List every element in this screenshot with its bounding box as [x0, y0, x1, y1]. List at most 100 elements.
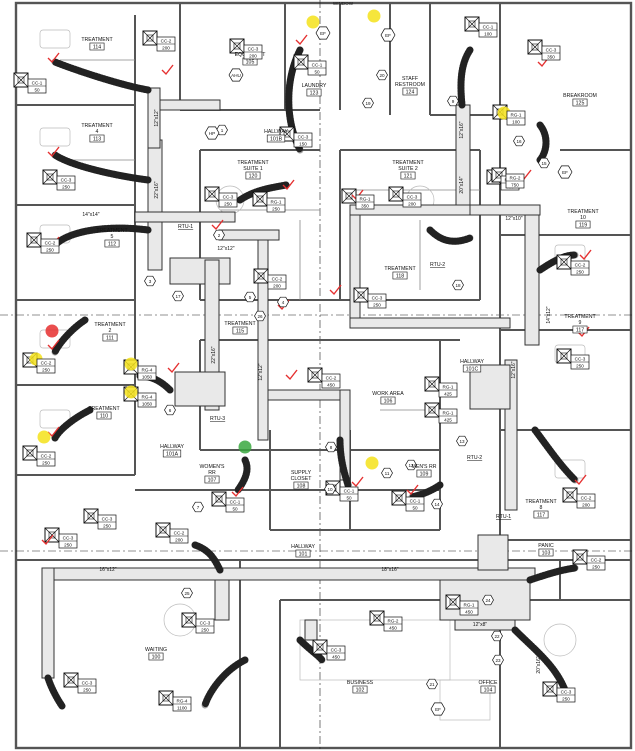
rtu-note: RTU-1 — [178, 224, 193, 230]
equipment-label: WINDOW — [333, 1, 354, 6]
diffuser-type: CC-1 — [483, 25, 494, 30]
diffuser-tag: CC-1100 — [478, 22, 498, 38]
room-name-line2: 2 — [109, 328, 112, 334]
callout-hexagon: 4 — [277, 296, 289, 308]
branch-duct-d — [218, 229, 280, 241]
diffuser-type: CC-3 — [200, 621, 211, 626]
diffuser-type: CC-3 — [248, 47, 259, 52]
diffuser-tag: CC-150 — [225, 497, 245, 513]
callout-number: 7 — [197, 505, 200, 510]
room-name: STAFF — [402, 76, 418, 82]
room-number: 103 — [542, 551, 551, 557]
diffuser-cfm: 250 — [373, 302, 381, 307]
room-number: 107 — [208, 478, 217, 484]
duct-size-label: 12"x12" — [154, 109, 160, 126]
callout-number: 16 — [516, 139, 522, 144]
diffuser-cfm: 100 — [512, 119, 520, 124]
room-number: 124 — [406, 90, 415, 96]
room-name: WORK AREA — [372, 391, 404, 397]
diffuser-cfm: 250 — [46, 247, 54, 252]
room-name: TREATMENT — [88, 406, 120, 412]
diffuser-type: CC-1 — [230, 500, 241, 505]
callout-number: 17 — [175, 294, 181, 299]
room-name-line2: 10 — [580, 215, 586, 221]
diffuser-tag: CC-150 — [307, 60, 327, 76]
diffuser-cfm: 450 — [389, 625, 397, 630]
callout-hexagon: 3 — [144, 275, 156, 287]
diffuser-grille — [556, 348, 572, 364]
diffuser-cfm: 250 — [62, 184, 70, 189]
diffuser-grille — [83, 508, 99, 524]
diffuser-grille — [424, 376, 440, 392]
equipment-name: EF — [435, 707, 441, 712]
diffuser-type: CC-2 — [272, 277, 283, 282]
branch-duct-f — [174, 371, 226, 407]
diffuser-grille — [527, 39, 543, 55]
callout-hexagon: 2 — [213, 229, 225, 241]
callout-hexagon: 18 — [452, 279, 464, 291]
duct-size-label: 22"x16" — [154, 181, 160, 198]
equipment-name: EF — [385, 33, 391, 38]
diffuser-cfm: 450 — [332, 654, 340, 659]
duct-size-label: 12"x12" — [217, 246, 234, 252]
diffuser-type: CC-3 — [561, 690, 572, 695]
room-name: TREATMENT — [237, 160, 269, 166]
room-name-line2: RESTROOM — [395, 82, 425, 88]
room-name-line2: 4 — [96, 129, 99, 135]
equipment-name: EF — [320, 31, 326, 36]
diffuser-grille — [253, 268, 269, 284]
equipment-label: EF — [430, 702, 446, 716]
duct-size-label: 12"x16" — [459, 121, 465, 138]
callout-number: 26 — [257, 314, 263, 319]
diffuser-cfm: 350 — [361, 203, 369, 208]
branch-duct-t — [477, 534, 509, 571]
duct-size-label: 20"x14" — [459, 176, 465, 193]
trunk-duct-upper — [147, 87, 161, 149]
diffuser-grille — [293, 54, 309, 70]
rtu-note: RTU-1 — [496, 514, 511, 520]
diffuser-cfm: 250 — [224, 201, 232, 206]
review-checkmarks — [41, 34, 592, 546]
callout-number: 1 — [221, 128, 224, 133]
diffuser-cfm: 250 — [576, 269, 584, 274]
diffuser-grille — [26, 232, 42, 248]
room-name: TREATMENT — [567, 209, 599, 215]
diffuser-cfm: 450 — [327, 382, 335, 387]
room-name: WAITING — [145, 647, 167, 653]
diffuser-grille — [22, 445, 38, 461]
diffuser-type: RG-1 — [511, 113, 522, 118]
room-name: WOMEN'S — [200, 464, 225, 470]
room-name: PANIC — [538, 543, 554, 549]
branch-duct-l — [524, 214, 540, 346]
callout-hexagon: 16 — [513, 135, 525, 147]
callout-hexagon: 6 — [164, 404, 176, 416]
branch-duct-p — [214, 579, 230, 621]
room-number: 102 — [356, 688, 365, 694]
room-name: OFFICE — [478, 680, 498, 686]
room-name: HALLWAY — [460, 359, 484, 365]
equipment-name: WINDOW — [333, 1, 354, 6]
branch-duct-g — [267, 389, 349, 401]
callout-hexagon: 14 — [431, 498, 443, 510]
diffuser-cfm: 425 — [444, 391, 452, 396]
